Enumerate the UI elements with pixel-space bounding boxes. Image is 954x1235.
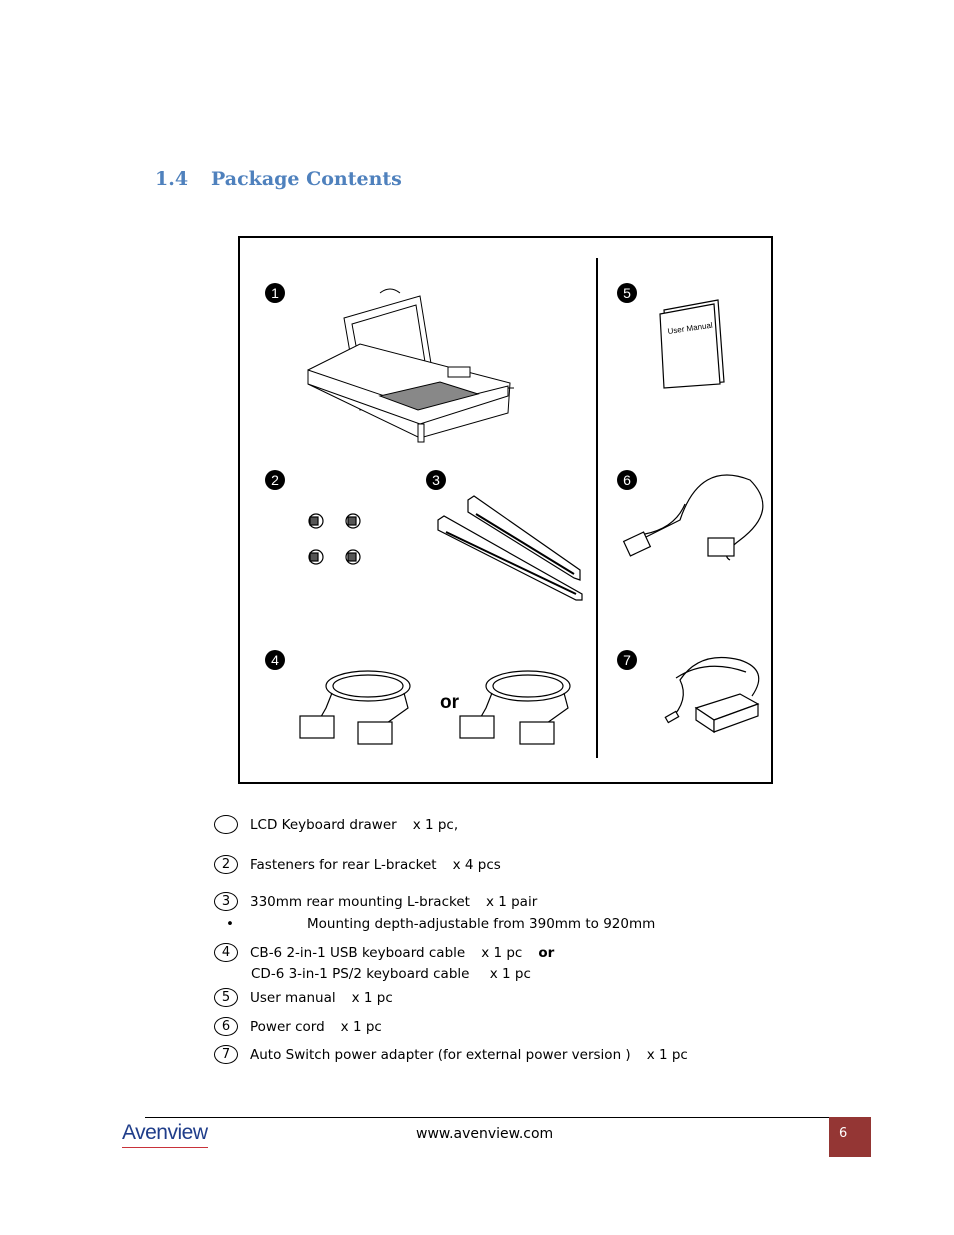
item-name: Power cord: [250, 1018, 325, 1035]
marker-1: 1: [265, 283, 285, 303]
item-number-circle: 7: [214, 1045, 238, 1064]
section-heading: 1.4 Package Contents: [155, 168, 402, 190]
svg-text:4: 4: [271, 652, 279, 668]
item-qty: x 4 pcs: [452, 856, 501, 873]
item-name: User manual: [250, 989, 336, 1006]
svg-text:1: 1: [271, 285, 279, 301]
l-brackets-illustration: [437, 495, 583, 601]
footer-divider: [145, 1117, 829, 1118]
item-name: Fasteners for rear L-bracket: [250, 856, 437, 873]
bullet-text: Mounting depth-adjustable from 390mm to …: [307, 916, 656, 932]
marker-4: 4: [265, 650, 285, 670]
svg-text:3: 3: [432, 472, 440, 488]
power-adapter-illustration: [664, 656, 760, 734]
svg-text:7: 7: [623, 652, 631, 668]
item-number-circle: 6: [214, 1017, 238, 1036]
footer-url: www.avenview.com: [416, 1126, 554, 1142]
item-number-circle: [214, 815, 238, 834]
svg-text:5: 5: [623, 285, 631, 301]
marker-2: 2: [265, 470, 285, 490]
item-qty: x 1 pair: [485, 893, 538, 910]
avenview-logo: Avenview: [122, 1121, 208, 1148]
package-illustration: 1 2 3 4 5 6 7: [265, 258, 764, 758]
item-qty: x 1 pc: [351, 989, 393, 1006]
power-cord-illustration: [622, 474, 764, 561]
item-name: LCD Keyboard drawer: [250, 816, 397, 833]
list-item: 5 User manual x 1 pc: [214, 988, 393, 1007]
lcd-keyboard-drawer-illustration: [307, 288, 514, 443]
list-item: 3 330mm rear mounting L-bracket x 1 pair: [214, 892, 537, 911]
item-name: CB-6 2-in-1 USB keyboard cable: [250, 944, 466, 961]
item-qty: x 1 pc: [646, 1046, 688, 1063]
list-item: 4 CB-6 2-in-1 USB keyboard cable x 1 pc …: [214, 943, 554, 962]
user-manual-illustration: User Manual: [659, 299, 725, 389]
list-item: 2 Fasteners for rear L-bracket x 4 pcs: [214, 855, 501, 874]
svg-text:2: 2: [271, 472, 279, 488]
marker-5: 5: [617, 283, 637, 303]
item-qty: x 1 pc,: [412, 816, 459, 833]
item-3-bullet: •Mounting depth-adjustable from 390mm to…: [226, 916, 656, 932]
item-number-circle: 5: [214, 988, 238, 1007]
item-qty: x 1 pc: [481, 944, 523, 961]
package-contents-figure: 1 2 3 4 5 6 7: [238, 236, 773, 784]
list-item: 6 Power cord x 1 pc: [214, 1017, 382, 1036]
item-4-alternative: CD-6 3-in-1 PS/2 keyboard cable x 1 pc: [251, 966, 531, 982]
item-name: 330mm rear mounting L-bracket: [250, 893, 470, 910]
svg-text:6: 6: [623, 472, 631, 488]
item-number-circle: 3: [214, 892, 238, 911]
list-item: 7 Auto Switch power adapter (for externa…: [214, 1045, 688, 1064]
item-number-circle: 4: [214, 943, 238, 962]
list-item: LCD Keyboard drawer x 1 pc,: [214, 815, 458, 834]
kvm-cables-illustration: [299, 670, 571, 745]
or-label: or: [440, 692, 460, 713]
item-qty: x 1 pc: [340, 1018, 382, 1035]
item-name: Auto Switch power adapter (for external …: [250, 1046, 631, 1063]
item-qty: x 1 pc: [489, 966, 531, 982]
marker-3: 3: [426, 470, 446, 490]
item-or: or: [538, 944, 555, 961]
marker-7: 7: [617, 650, 637, 670]
section-number: 1.4: [155, 168, 189, 190]
page-number: 6: [829, 1117, 871, 1157]
marker-6: 6: [617, 470, 637, 490]
section-title: Package Contents: [211, 168, 402, 190]
item-name: CD-6 3-in-1 PS/2 keyboard cable: [251, 966, 470, 982]
item-number-circle: 2: [214, 855, 238, 874]
fasteners-illustration: [308, 513, 361, 565]
